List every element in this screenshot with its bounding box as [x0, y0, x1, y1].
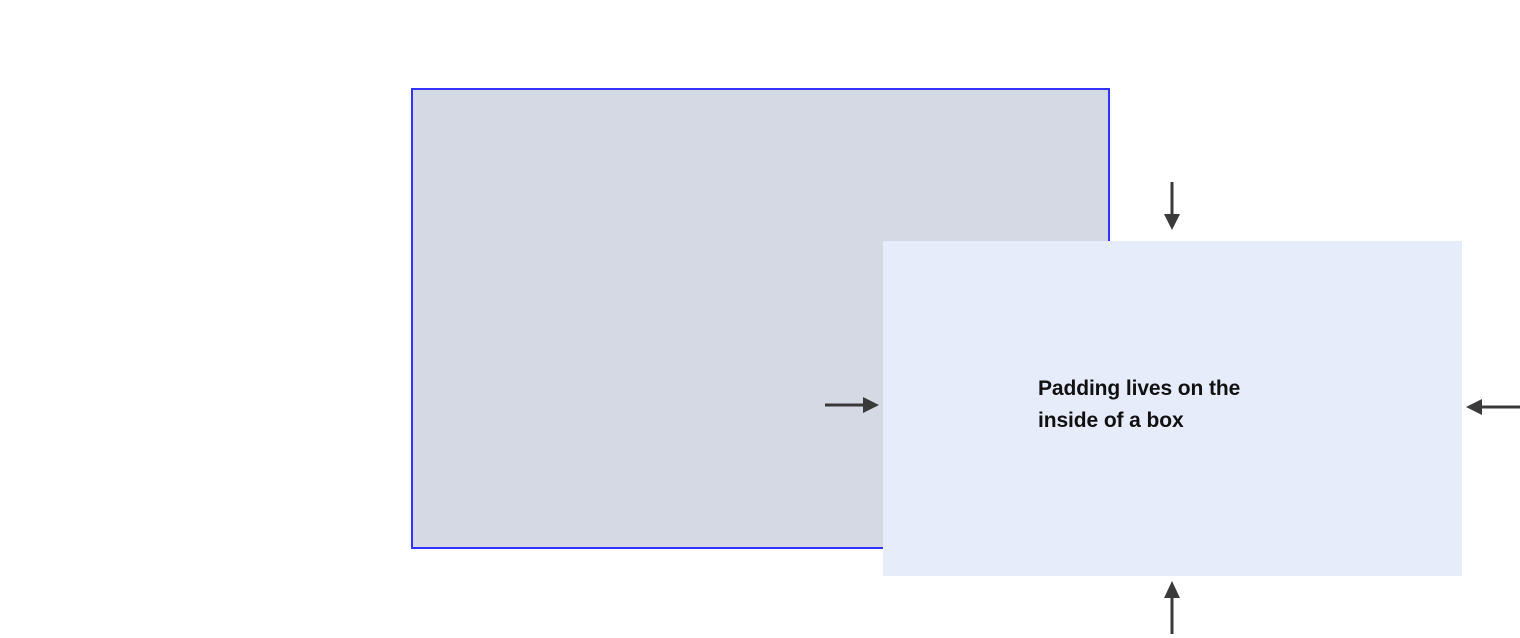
arrow-up-icon — [1157, 578, 1187, 634]
content-box — [883, 241, 1462, 576]
padding-box: Padding lives on the inside of a box — [411, 88, 1520, 634]
arrow-right-icon — [825, 390, 881, 420]
arrow-down-icon — [1157, 182, 1187, 232]
arrow-left-icon — [1464, 392, 1520, 422]
content-box-label: Padding lives on the inside of a box — [1038, 377, 1241, 432]
